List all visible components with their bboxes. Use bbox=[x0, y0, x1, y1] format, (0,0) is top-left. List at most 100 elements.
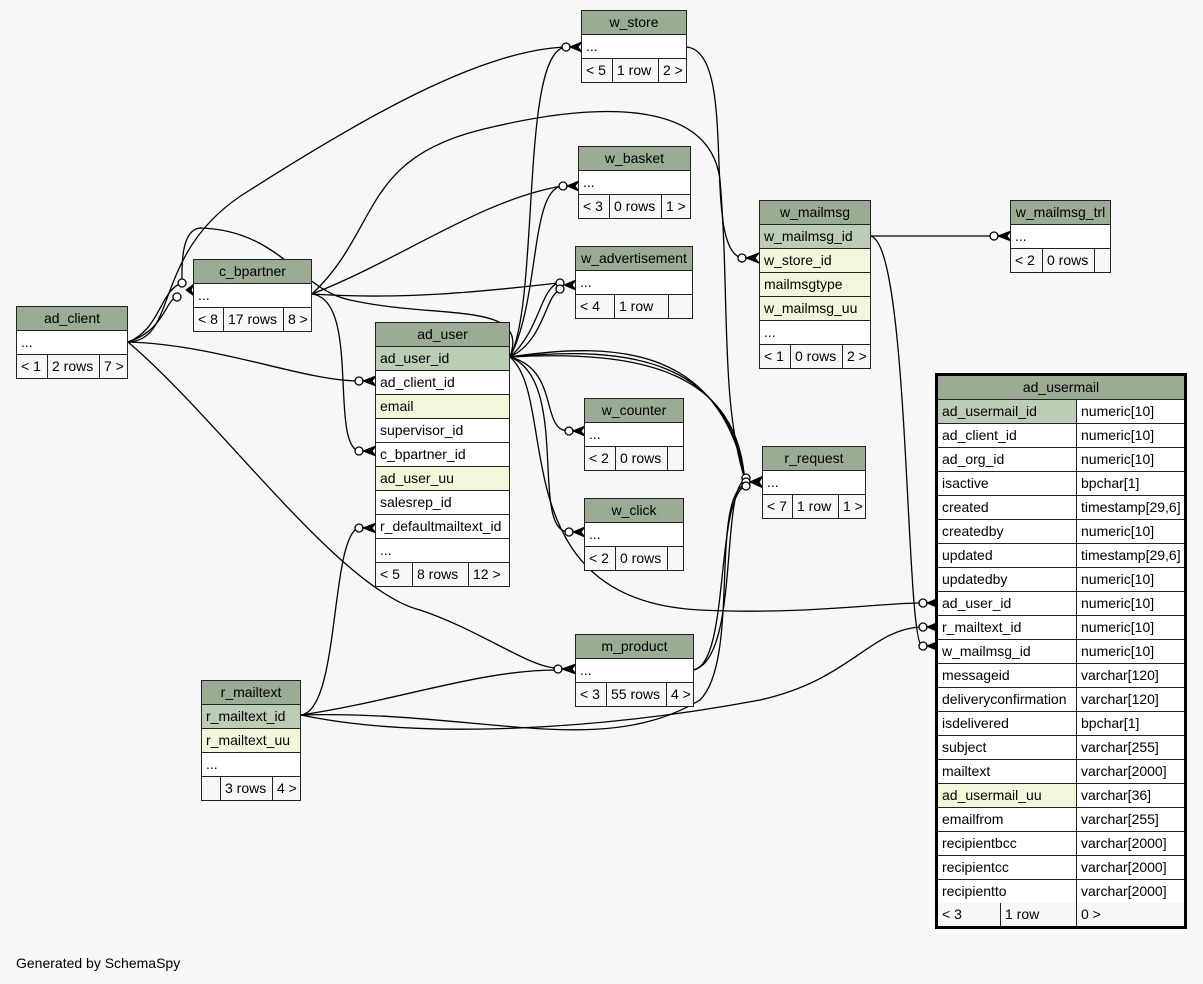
table-ad_client[interactable]: ad_client ... < 1 2 rows 7 > bbox=[16, 306, 128, 379]
parents-link[interactable]: < 2 bbox=[1015, 252, 1035, 268]
column-r_mailtext_uu[interactable]: r_mailtext_uu bbox=[206, 732, 291, 748]
column-supervisor_id[interactable]: supervisor_id bbox=[380, 422, 464, 438]
table-w_advertisement[interactable]: w_advertisement ... < 4 1 row bbox=[575, 246, 693, 319]
table-header[interactable]: w_basket bbox=[579, 147, 690, 171]
table-w_mailmsg[interactable]: w_mailmsg w_mailmsg_id w_store_id mailms… bbox=[759, 200, 871, 369]
children-link[interactable] bbox=[667, 547, 683, 570]
children-link[interactable]: 1 > bbox=[661, 195, 690, 218]
parents-link[interactable]: < 5 bbox=[586, 62, 606, 78]
column-type: numeric[10] bbox=[1076, 448, 1184, 471]
children-link[interactable]: 8 > bbox=[283, 308, 311, 331]
parents-link[interactable]: < 5 bbox=[380, 566, 400, 582]
children-link[interactable]: 1 > bbox=[838, 495, 865, 518]
column-w_mailmsg_id[interactable]: w_mailmsg_id bbox=[764, 228, 853, 244]
parents-link[interactable]: < 3 bbox=[942, 906, 962, 922]
table-footer: 3 rows 4 > bbox=[202, 777, 300, 800]
children-link[interactable]: 12 > bbox=[468, 563, 509, 586]
column-r_mailtext_id[interactable]: r_mailtext_id bbox=[206, 708, 286, 724]
children-link[interactable]: 0 > bbox=[1076, 903, 1184, 926]
table-w_click[interactable]: w_click ... < 2 0 rows bbox=[584, 498, 684, 571]
table-header[interactable]: w_mailmsg bbox=[760, 201, 870, 225]
table-c_bpartner[interactable]: c_bpartner ... < 8 17 rows 8 > bbox=[193, 259, 312, 332]
table-header[interactable]: w_click bbox=[585, 499, 683, 523]
children-link[interactable] bbox=[1094, 249, 1110, 272]
edge-ad_client-c_bpartner-2 bbox=[127, 296, 178, 343]
column-w_store_id[interactable]: w_store_id bbox=[764, 252, 832, 268]
column-mailmsgtype[interactable]: mailmsgtype bbox=[764, 276, 843, 292]
children-link[interactable] bbox=[668, 295, 692, 318]
table-header[interactable]: w_mailmsg_trl bbox=[1011, 201, 1110, 225]
table-m_product[interactable]: m_product ... < 3 55 rows 4 > bbox=[575, 634, 694, 707]
parents-link[interactable]: < 2 bbox=[589, 450, 609, 466]
table-header[interactable]: ad_client bbox=[17, 307, 127, 331]
table-w_store[interactable]: w_store ... < 5 1 row 2 > bbox=[581, 10, 687, 83]
column-ad_user_uu[interactable]: ad_user_uu bbox=[380, 470, 454, 486]
table-header[interactable]: ad_usermail bbox=[938, 376, 1184, 400]
row-count: 1 row bbox=[614, 295, 668, 318]
table-header[interactable]: w_advertisement bbox=[576, 247, 692, 271]
table-w_mailmsg_trl[interactable]: w_mailmsg_trl ... < 2 0 rows bbox=[1010, 200, 1111, 273]
parents-link[interactable]: < 7 bbox=[767, 498, 787, 514]
parents-link[interactable]: < 1 bbox=[21, 358, 41, 374]
edge-ad_user-w_counter bbox=[509, 356, 569, 432]
column-w_mailmsg_uu[interactable]: w_mailmsg_uu bbox=[764, 300, 858, 316]
table-header[interactable]: ad_user bbox=[376, 323, 509, 347]
table-header[interactable]: r_mailtext bbox=[202, 681, 300, 705]
edge-w_mailmsg-ad_usermail bbox=[869, 235, 923, 647]
table-r_request[interactable]: r_request ... < 7 1 row 1 > bbox=[762, 446, 866, 519]
children-link[interactable]: 4 > bbox=[666, 683, 693, 706]
table-w_counter[interactable]: w_counter ... < 2 0 rows bbox=[584, 398, 684, 471]
children-link[interactable]: 7 > bbox=[99, 355, 127, 378]
column-ad_client_id[interactable]: ad_client_id bbox=[380, 374, 455, 390]
parents-link[interactable] bbox=[202, 777, 220, 800]
table-header[interactable]: m_product bbox=[576, 635, 693, 659]
column-r_defaultmailtext_id[interactable]: r_defaultmailtext_id bbox=[380, 518, 502, 534]
table-ad_user[interactable]: ad_user ad_user_id ad_client_id email su… bbox=[375, 322, 510, 587]
column-name: recipientto bbox=[942, 883, 1007, 899]
parents-link[interactable]: < 3 bbox=[583, 198, 603, 214]
children-link[interactable]: 4 > bbox=[272, 777, 300, 800]
parents-link[interactable]: < 8 bbox=[198, 311, 218, 327]
parents-link[interactable]: < 4 bbox=[580, 298, 600, 314]
table-footer: < 8 17 rows 8 > bbox=[194, 308, 311, 331]
children-link[interactable]: 2 > bbox=[842, 345, 870, 368]
table-header[interactable]: w_counter bbox=[585, 399, 683, 423]
column-salesrep_id[interactable]: salesrep_id bbox=[380, 494, 452, 510]
table-header[interactable]: w_store bbox=[582, 11, 686, 35]
column-c_bpartner_id[interactable]: c_bpartner_id bbox=[380, 446, 466, 462]
table-header[interactable]: c_bpartner bbox=[194, 260, 311, 284]
table-w_basket[interactable]: w_basket ... < 3 0 rows 1 > bbox=[578, 146, 691, 219]
children-link[interactable] bbox=[667, 447, 683, 470]
column-type: numeric[10] bbox=[1076, 616, 1184, 639]
table-header[interactable]: r_request bbox=[763, 447, 865, 471]
table-r_mailtext[interactable]: r_mailtext r_mailtext_id r_mailtext_uu .… bbox=[201, 680, 301, 801]
parents-link[interactable]: < 2 bbox=[589, 550, 609, 566]
parents-link[interactable]: < 3 bbox=[580, 686, 600, 702]
parents-link[interactable]: < 1 bbox=[764, 348, 784, 364]
column-email[interactable]: email bbox=[380, 398, 414, 414]
children-link[interactable]: 2 > bbox=[658, 59, 686, 82]
column-ad_user_id[interactable]: ad_user_id bbox=[380, 350, 450, 366]
